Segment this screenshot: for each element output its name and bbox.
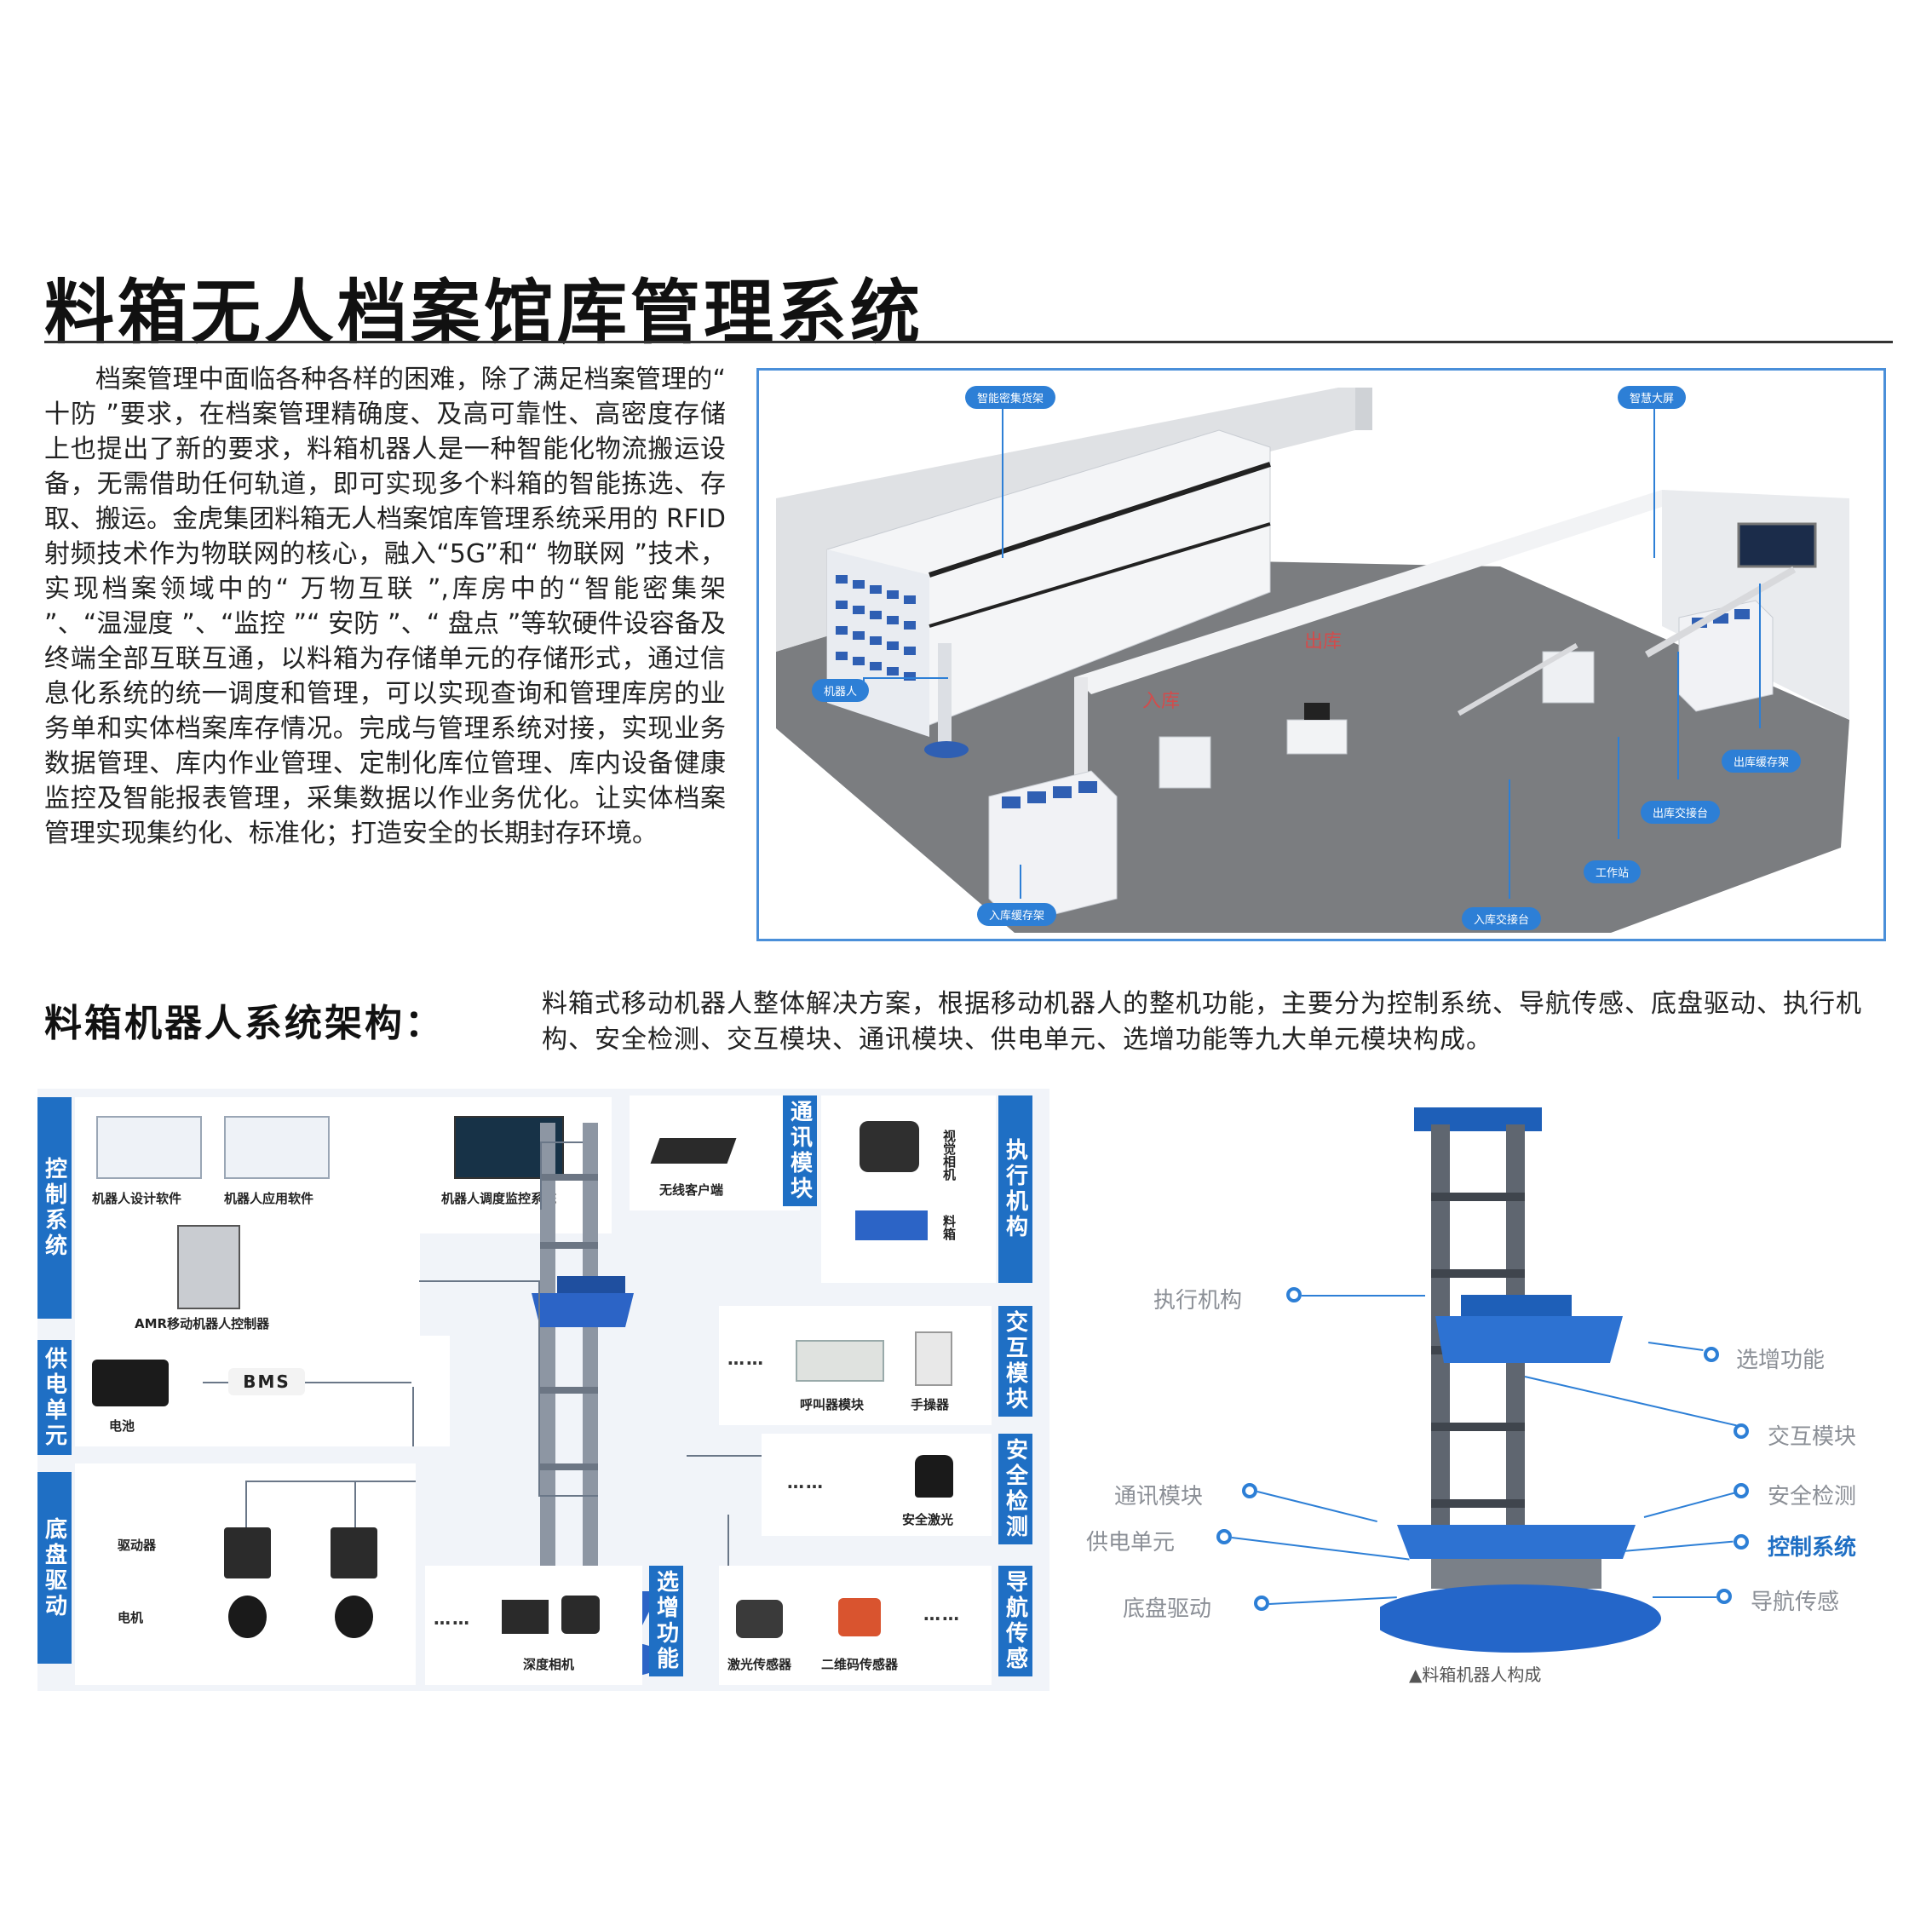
design-sw-label: 机器人设计软件 [92,1191,182,1206]
motor-device-2 [335,1596,373,1638]
comp-dot-actuator [1286,1287,1302,1302]
architecture-diagram: 机器人设计软件 机器人应用软件 机器人调度监控系统 AMR移动机器人控制器 控制… [37,1089,1049,1691]
tab-comm-module: 通讯模块 [783,1095,817,1206]
safety-laser-label: 安全激光 [902,1512,954,1527]
vision-camera-device [860,1121,919,1172]
interaction-ellipsis: …… [727,1348,765,1369]
bms-box: BMS [228,1368,305,1395]
architecture-title: 料箱机器人系统架构： [44,1002,445,1045]
tab-safety-detection: 安全检测 [998,1434,1032,1544]
comp-dot-optional [1704,1347,1719,1362]
tab-control-system: 控制系统 [37,1097,72,1319]
caller-label: 呼叫器模块 [800,1397,865,1412]
motor-label: 电机 [118,1610,144,1625]
laser-sensor-label: 激光传感器 [727,1657,792,1672]
callout-smart-screen: 智慧大屏 [1618,386,1687,409]
comp-label-control: 控制系统 [1768,1535,1857,1561]
tab-optional-function: 选增功能 [649,1566,683,1676]
bin-device [855,1210,928,1240]
callout-in-buffer-rack: 入库缓存架 [977,903,1057,926]
comp-label-optional: 选增功能 [1736,1348,1826,1373]
driver-label: 驱动器 [118,1538,157,1553]
motor-device-1 [228,1596,267,1638]
comp-dot-navigation [1716,1589,1732,1604]
comp-dot-comm [1242,1483,1257,1498]
intro-paragraph: 档案管理中面临各种各样的困难，除了满足档案管理的“ 十防 ”要求，在档案管理精确… [44,365,726,848]
chassis-panel: 驱动器 电机 [75,1463,416,1685]
callout-smart-rack: 智能密集货架 [965,386,1056,409]
wireless-label: 无线客户端 [659,1182,724,1198]
comp-dot-power [1216,1529,1232,1544]
depth-camera-device-2 [561,1596,600,1634]
floor-text-in: 入库 [1142,691,1181,712]
warehouse-illustration [776,388,1849,933]
tab-chassis-drive: 底盘驱动 [37,1472,72,1664]
comm-panel: 无线客户端 [630,1095,800,1210]
battery-device [92,1360,169,1406]
power-panel: 电池 BMS [75,1336,450,1446]
vision-camera-label: 视觉相机 [941,1130,957,1181]
tab-navigation-sensing: 导航传感 [998,1566,1032,1676]
dispatch-sw-label: 机器人调度监控系统 [441,1191,557,1206]
tab-power-unit: 供电单元 [37,1340,72,1455]
floor-text-out: 出库 [1304,631,1343,653]
robot-composition-illustration [1380,1107,1661,1653]
comp-label-comm: 通讯模块 [1114,1484,1204,1509]
navigation-panel: …… 激光传感器 二维码传感器 [719,1566,992,1685]
comp-label-safety: 安全检测 [1768,1484,1857,1509]
comp-label-actuator: 执行机构 [1153,1288,1243,1314]
qr-sensor-device [838,1598,881,1636]
app-sw-label: 机器人应用软件 [224,1191,314,1206]
comp-dot-chassis [1254,1596,1269,1611]
callout-in-handover: 入库交接台 [1462,907,1542,930]
driver-device-2 [331,1527,377,1578]
comp-dot-control [1734,1534,1749,1550]
callout-out-buffer-rack: 出库缓存架 [1722,750,1802,773]
comp-label-interaction: 交互模块 [1768,1424,1857,1450]
handheld-label: 手操器 [911,1397,950,1412]
router-device [650,1138,737,1164]
driver-device-1 [224,1527,271,1578]
callout-out-handover: 出库交接台 [1641,801,1721,824]
qr-sensor-label: 二维码传感器 [821,1657,899,1672]
safety-ellipsis: …… [787,1472,825,1492]
control-software-panel: 机器人设计软件 机器人应用软件 [75,1097,441,1233]
architecture-description: 料箱式移动机器人整体解决方案，根据移动机器人的整机功能，主要分为控制系统、导航传… [542,989,1862,1055]
composition-caption: ▲料箱机器人构成 [1409,1665,1542,1685]
title-divider [44,341,1893,343]
handheld-device [915,1331,952,1386]
tab-interaction-module: 交互模块 [998,1306,1032,1417]
caller-device [796,1340,884,1382]
bin-label: 料箱 [941,1215,957,1240]
laser-sensor-device [736,1600,783,1638]
depth-camera-device-1 [502,1600,549,1634]
navigation-ellipsis: …… [923,1604,961,1624]
depth-camera-label: 深度相机 [523,1657,575,1672]
controller-panel: AMR移动机器人控制器 [75,1216,420,1344]
comp-label-navigation: 导航传感 [1751,1590,1840,1615]
page-title: 料箱无人档案馆库管理系统 [44,273,924,354]
controller-label: AMR移动机器人控制器 [135,1316,270,1331]
design-software-screenshot [96,1116,202,1179]
comp-dot-interaction [1734,1423,1749,1439]
controller-device [177,1225,240,1309]
actuator-panel: 视觉相机 料箱 [821,1095,996,1283]
safety-laser-device [915,1455,953,1498]
comp-label-chassis: 底盘驱动 [1123,1596,1212,1622]
optional-panel: …… 深度相机 [425,1566,642,1685]
battery-label: 电池 [109,1418,135,1434]
comp-label-power: 供电单元 [1086,1530,1176,1555]
safety-panel: …… 安全激光 [762,1434,992,1536]
tab-actuator: 执行机构 [998,1095,1032,1283]
callout-workstation: 工作站 [1584,860,1642,883]
comp-dot-safety [1734,1483,1749,1498]
interaction-panel: …… 呼叫器模块 手操器 [719,1306,992,1425]
callout-robot: 机器人 [812,679,870,702]
app-software-screenshot [224,1116,330,1179]
optional-ellipsis: …… [434,1608,471,1629]
warehouse-layout-diagram: 入库 出库 智能密集货架 智慧大屏 机器人 出库缓存架 出库交接台 工作站 入库… [756,368,1886,941]
